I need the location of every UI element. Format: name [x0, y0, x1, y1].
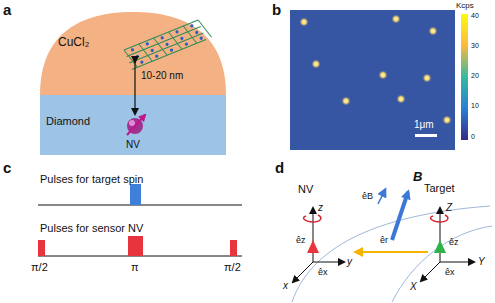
unit-vector-label: êx — [445, 268, 455, 278]
panel-letter: d — [275, 160, 284, 177]
unit-vector-label: êx — [318, 268, 328, 278]
unit-vector-label: êz — [449, 238, 459, 248]
panel-letter: b — [272, 2, 281, 19]
pulse-angle: π/2 — [31, 261, 48, 273]
scale-bar-label: 1μm — [414, 119, 434, 130]
target-label: Target — [424, 182, 455, 194]
coordinate-diagram — [292, 190, 492, 302]
crystal-lattice — [124, 18, 212, 70]
axis-label: z — [318, 202, 323, 213]
distance-label: 10-20 nm — [141, 70, 183, 81]
panel-letter: c — [3, 160, 11, 177]
node-label: Diamond — [46, 115, 90, 127]
colorbar-tick: 20 — [471, 72, 479, 80]
panel-letter: a — [3, 2, 11, 19]
axis-label: X — [410, 281, 417, 292]
nv-label: NV — [126, 139, 140, 150]
axis-label: Z — [446, 202, 452, 213]
field-label: B — [413, 170, 422, 184]
nv-label: NV — [298, 183, 313, 195]
node-label: CuCl₂ — [58, 36, 89, 49]
colorbar-unit: Kcps — [456, 2, 474, 11]
nv-center — [127, 115, 145, 135]
pulse-row-label: Pulses for sensor NV — [40, 222, 143, 234]
pulse-row-label: Pulses for target spin — [40, 173, 143, 185]
colorbar — [461, 14, 468, 140]
axis-label: x — [283, 280, 288, 291]
axis-label: Y — [478, 256, 485, 267]
axis-label: y — [347, 256, 352, 267]
colorbar-tick: 0 — [471, 133, 475, 141]
unit-vector-label: êr — [380, 236, 388, 246]
colorbar-tick: 10 — [471, 102, 479, 110]
pulse-angle: π — [131, 261, 139, 273]
colorbar-tick: 30 — [471, 42, 479, 50]
unit-vector-label: êB — [362, 192, 373, 202]
pulse-angle: π/2 — [224, 261, 241, 273]
unit-vector-label: êz — [296, 236, 306, 246]
colorbar-tick: 40 — [471, 12, 479, 20]
pl-image — [290, 10, 455, 150]
pulse-sequence — [38, 184, 242, 256]
distance-arrow — [135, 62, 136, 114]
